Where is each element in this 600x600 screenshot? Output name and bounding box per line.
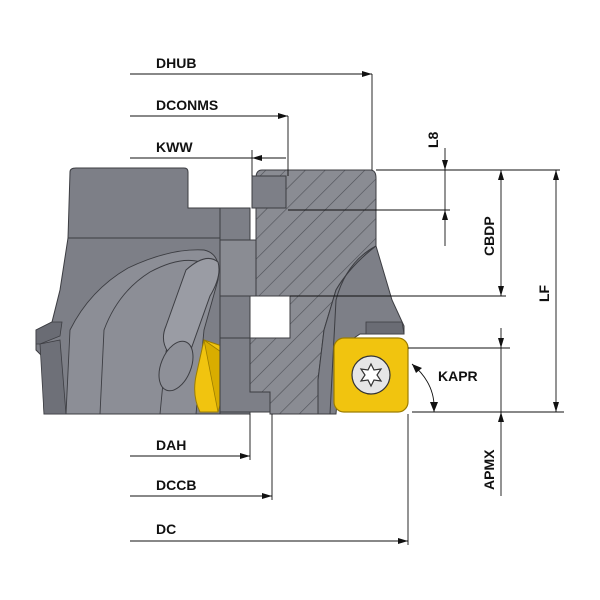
cutter-flute-2	[99, 259, 201, 415]
cutter-section	[249, 169, 409, 415]
cutter-body	[35, 167, 291, 415]
label-l8: L8	[425, 131, 441, 148]
dimension-labels: DHUB DCONMS KWW DAH DCCB DC KAPR L8 CBDP…	[156, 55, 552, 537]
cutter-right-curve	[329, 245, 377, 415]
label-dconms: DCONMS	[156, 97, 218, 113]
cutter-left-step	[35, 321, 63, 345]
cutter-wedge-head	[158, 340, 194, 392]
label-apmx: APMX	[481, 449, 497, 490]
cutter-right-step	[365, 321, 405, 335]
label-cbdp: CBDP	[481, 216, 497, 256]
label-dhub: DHUB	[156, 55, 196, 71]
cutter-top-flange	[67, 167, 249, 239]
label-dc: DC	[156, 521, 176, 537]
section-hatched-area	[249, 169, 377, 415]
label-lf: LF	[536, 284, 552, 302]
dimension-lines	[130, 71, 564, 545]
label-kww: KWW	[156, 139, 193, 155]
section-key-notch	[251, 175, 287, 209]
torx-screw-icon	[351, 355, 391, 395]
label-kapr: KAPR	[438, 368, 478, 384]
label-dah: DAH	[156, 437, 186, 453]
label-dccb: DCCB	[156, 477, 196, 493]
